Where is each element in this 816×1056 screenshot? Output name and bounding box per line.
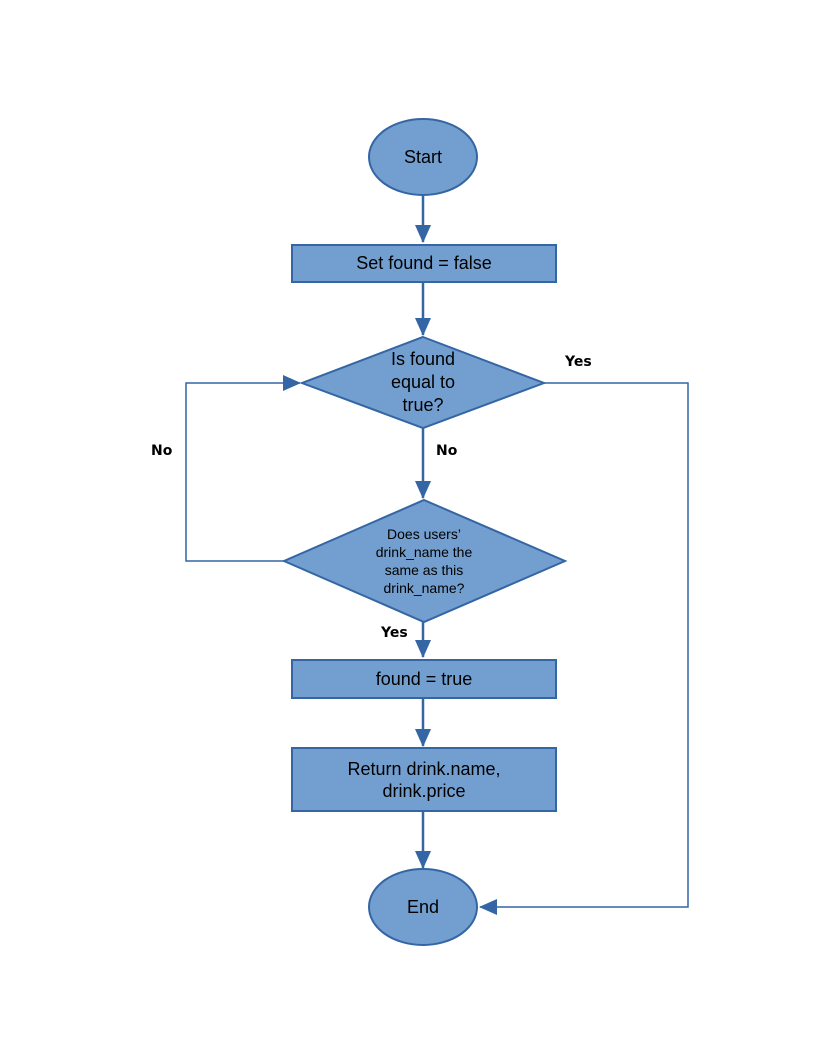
node-return-drink-shape xyxy=(291,747,557,812)
edge-no-decision2-to-decision1 xyxy=(185,375,301,562)
node-set-found-false-shape xyxy=(291,244,557,283)
node-start-shape xyxy=(368,118,478,196)
node-end-shape xyxy=(368,868,478,946)
node-is-found-true-shape xyxy=(299,335,547,430)
node-found-true-shape xyxy=(291,659,557,699)
node-drink-name-match-shape xyxy=(281,498,568,624)
edge-yes-decision1-to-end xyxy=(479,382,689,915)
